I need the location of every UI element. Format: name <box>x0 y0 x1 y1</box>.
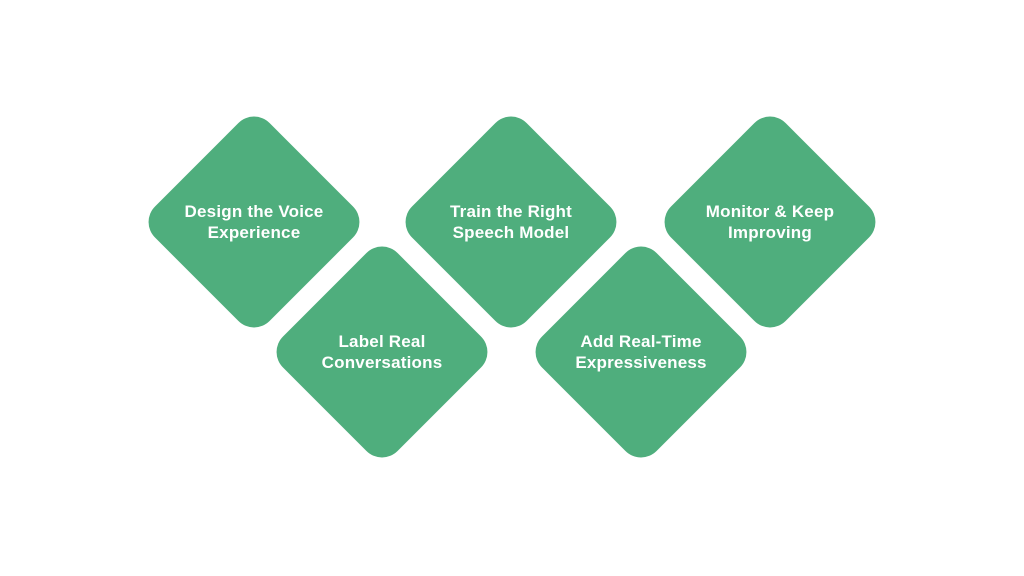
diamond-label-line1: Train the Right <box>450 202 572 221</box>
diamond-label-line2: Expressiveness <box>575 353 707 372</box>
diamond-label: Add Real-Time Expressiveness <box>541 331 741 373</box>
diamond-label: Design the Voice Experience <box>154 201 354 243</box>
diamond-label-line1: Monitor & Keep <box>705 202 835 221</box>
diamond-label-line1: Label Real <box>338 332 426 351</box>
diamond-label-line2: Conversations <box>321 353 443 372</box>
diamond-label: Train the Right Speech Model <box>411 201 611 243</box>
diamond-label-line2: Experience <box>207 223 301 242</box>
diamond-label-line1: Design the Voice <box>184 202 324 221</box>
diamond-label: Label Real Conversations <box>282 331 482 373</box>
diamond-label-line2: Speech Model <box>452 223 570 242</box>
diamond-label: Monitor & Keep Improving <box>670 201 870 243</box>
diamond-label-line2: Improving <box>728 223 812 242</box>
diamond-label-line1: Add Real-Time <box>580 332 702 351</box>
